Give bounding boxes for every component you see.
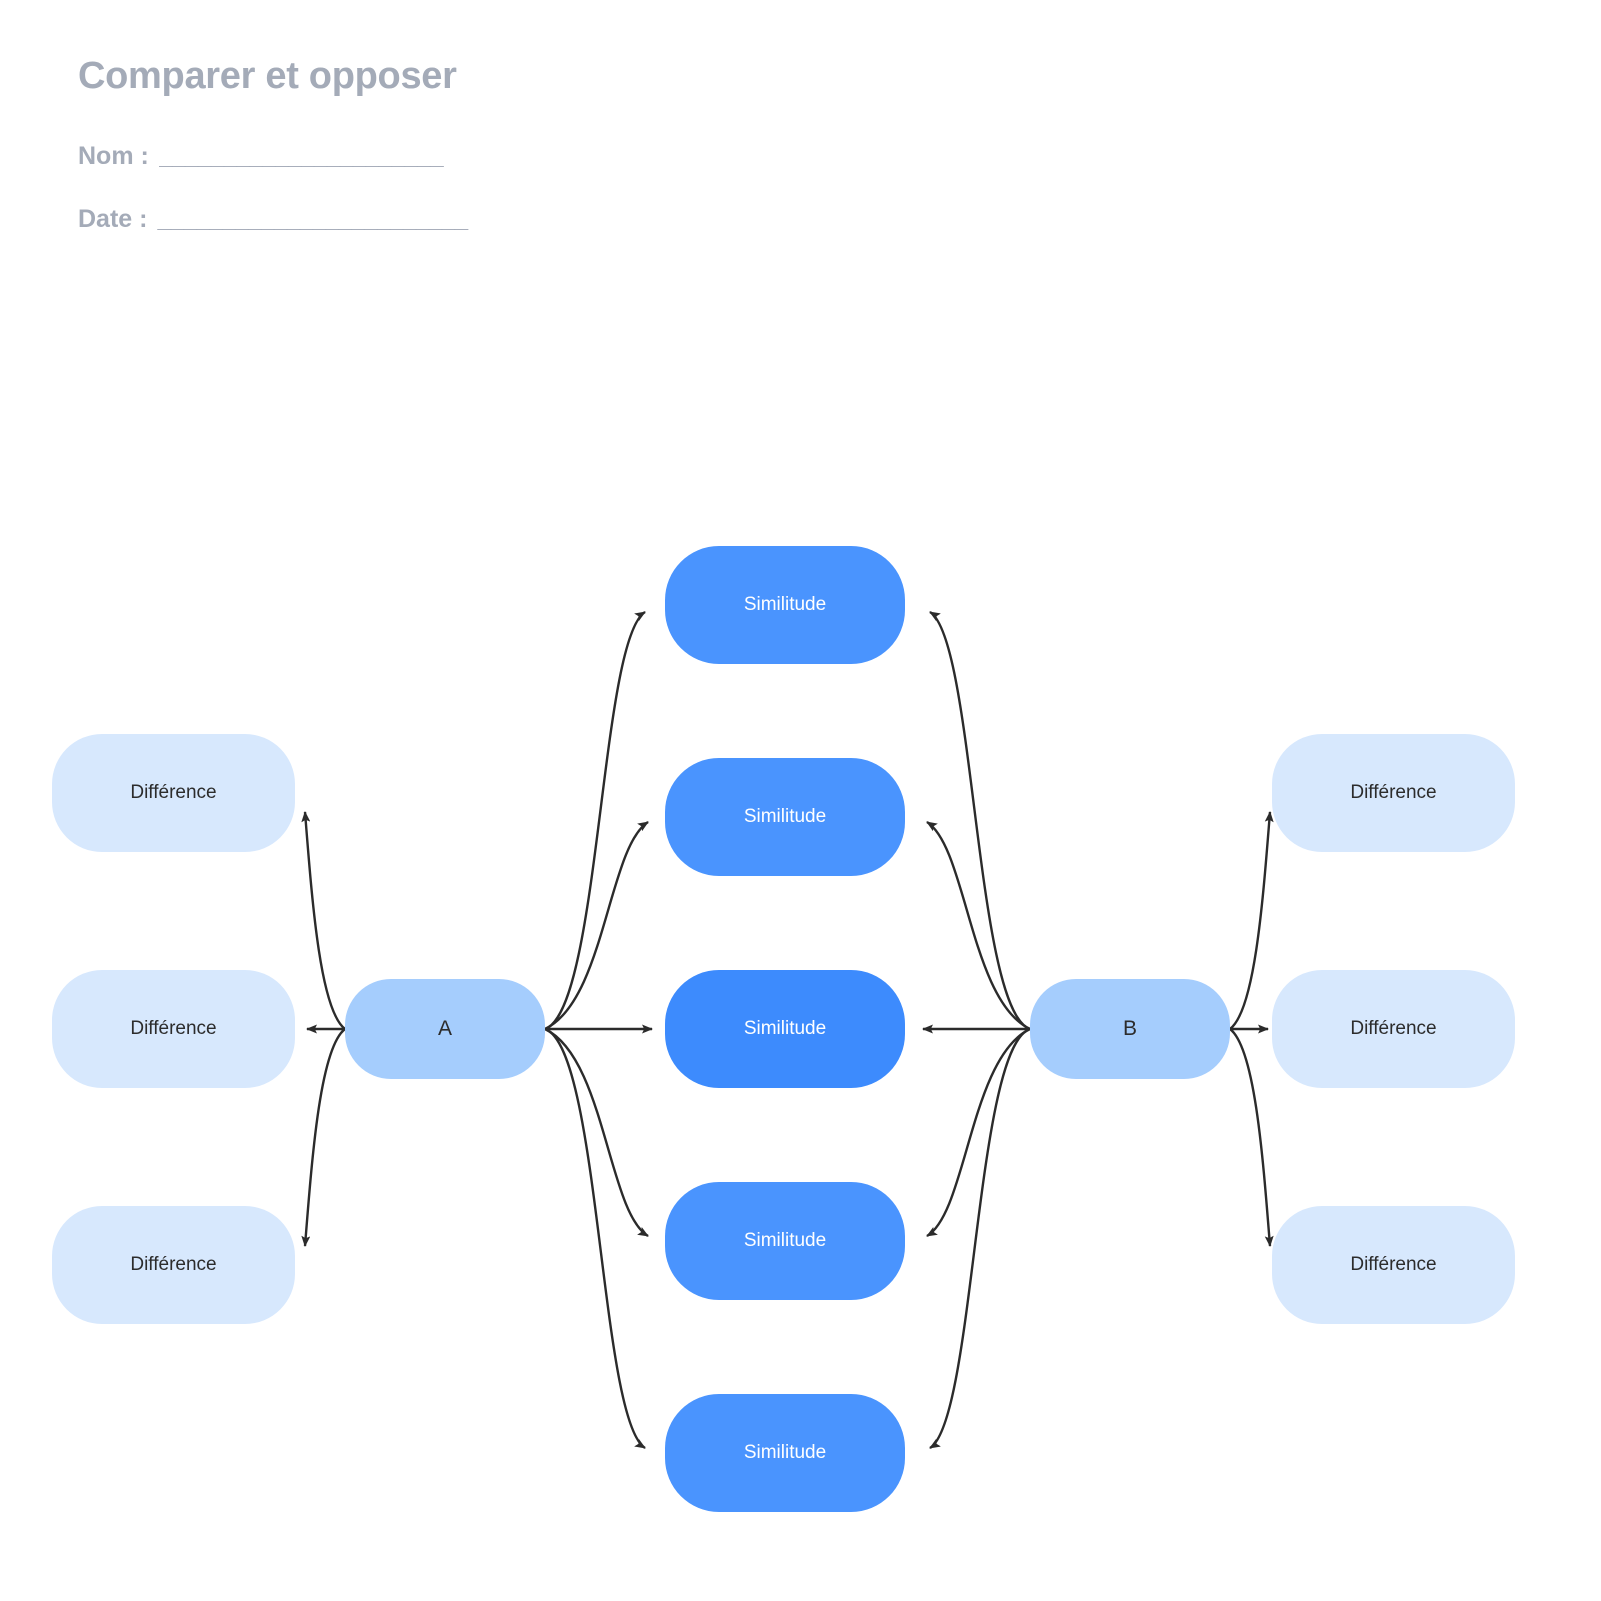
edge-a-to-difference-left-3 [301, 1028, 346, 1247]
node-label: Différence [130, 1018, 217, 1040]
node-similitude-4[interactable]: Similitude [665, 1182, 905, 1300]
node-similitude-3[interactable]: Similitude [665, 970, 905, 1088]
node-difference-left-1[interactable]: Différence [52, 734, 295, 852]
node-difference-left-2[interactable]: Différence [52, 970, 295, 1088]
edge-a-to-difference-left-1 [301, 811, 346, 1030]
node-difference-right-2[interactable]: Différence [1272, 970, 1515, 1088]
date-field-input-line[interactable]: ________________________ [157, 204, 468, 233]
date-field-row: Date : ________________________ [78, 205, 778, 234]
edge-b-to-similitude-2 [926, 820, 1031, 1031]
edge-a-to-similitude-2 [544, 820, 649, 1031]
node-difference-right-1[interactable]: Différence [1272, 734, 1515, 852]
node-label: Différence [1350, 782, 1437, 804]
edge-b-to-similitude-5 [929, 1027, 1031, 1450]
node-subject-b[interactable]: B [1030, 979, 1230, 1079]
page-title: Comparer et opposer [78, 55, 457, 97]
date-field-label: Date : [78, 204, 148, 233]
edge-a-to-similitude-4 [544, 1027, 649, 1238]
node-similitude-5[interactable]: Similitude [665, 1394, 905, 1512]
edge-b-to-difference-right-3 [1229, 1028, 1274, 1247]
node-label: Similitude [743, 1018, 827, 1040]
node-label: Différence [130, 782, 217, 804]
edge-b-to-similitude-4 [926, 1027, 1031, 1238]
name-field-input-line[interactable]: ______________________ [158, 141, 444, 170]
name-field-row: Nom : ______________________ [78, 142, 778, 171]
node-label: A [437, 1016, 452, 1040]
node-label: Différence [130, 1254, 217, 1276]
node-label: B [1122, 1016, 1137, 1040]
node-similitude-1[interactable]: Similitude [665, 546, 905, 664]
node-label: Différence [1350, 1254, 1437, 1276]
edge-b-to-similitude-1 [929, 610, 1031, 1031]
edge-b-to-difference-right-1 [1229, 811, 1274, 1030]
worksheet-header: Comparer et opposer Nom : ______________… [78, 55, 778, 268]
node-difference-right-3[interactable]: Différence [1272, 1206, 1515, 1324]
node-label: Similitude [743, 1442, 827, 1464]
edge-a-to-similitude-5 [544, 1027, 646, 1450]
node-label: Similitude [743, 594, 827, 616]
node-label: Similitude [743, 806, 827, 828]
node-label: Différence [1350, 1018, 1437, 1040]
node-label: Similitude [743, 1230, 827, 1252]
node-difference-left-3[interactable]: Différence [52, 1206, 295, 1324]
name-field-label: Nom : [78, 141, 149, 170]
edge-a-to-similitude-1 [544, 610, 646, 1031]
node-similitude-2[interactable]: Similitude [665, 758, 905, 876]
node-subject-a[interactable]: A [345, 979, 545, 1079]
